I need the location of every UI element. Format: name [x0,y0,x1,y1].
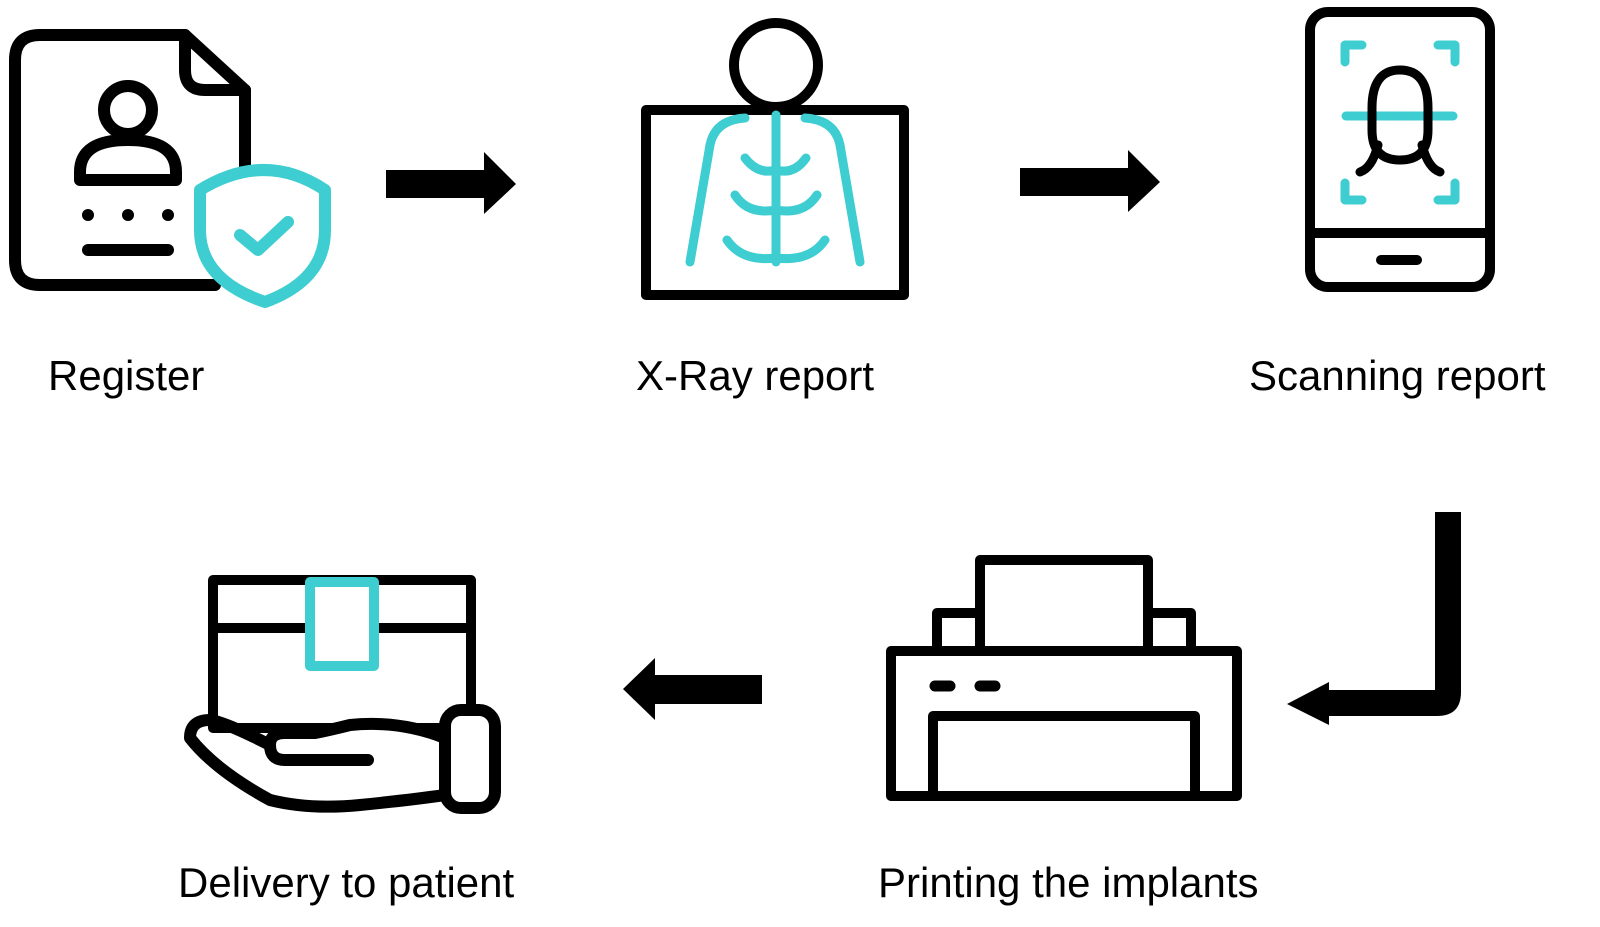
flow-arrow-right-2 [1020,150,1160,212]
xray-chest-icon [641,18,909,300]
flow-arrow-left [623,658,762,720]
document-user-shield-icon [9,29,331,308]
step-label-xray: X-Ray report [636,352,874,399]
phone-face-scan-icon [1305,7,1495,292]
hand-box-delivery-icon [184,575,501,814]
step-label-delivery: Delivery to patient [178,859,514,906]
step-label-register: Register [48,352,204,399]
step-label-printing: Printing the implants [878,859,1259,906]
printer-icon [886,555,1242,801]
flow-arrow-elbow [1287,512,1461,725]
step-label-scanning: Scanning report [1249,352,1546,399]
flow-arrow-right-1 [386,152,516,214]
